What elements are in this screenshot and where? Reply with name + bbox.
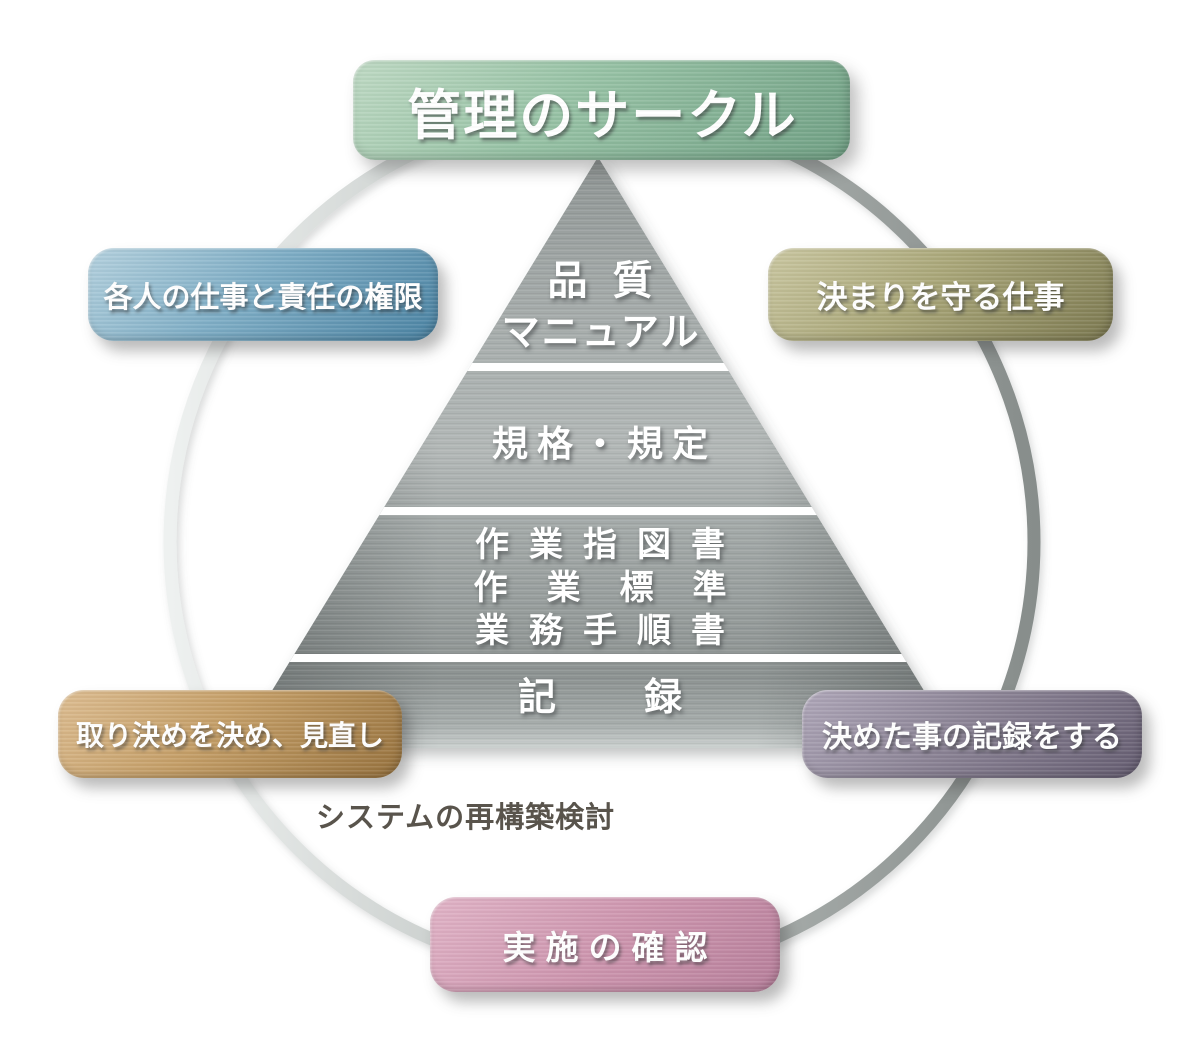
tier3-line1: 作業指図書 xyxy=(475,526,745,564)
pyramid-tier-records: 記録 xyxy=(0,678,1200,718)
tier1-line1: 品質 xyxy=(547,259,678,303)
label-bottom-left-text: 取り決めを決め、見直し xyxy=(75,720,384,751)
label-bottom-right-record-decisions: 決めた事の記録をする xyxy=(802,690,1142,778)
tier-divider-lines xyxy=(237,363,959,662)
label-bottom-right-text: 決めた事の記録をする xyxy=(822,721,1122,754)
document-pyramid xyxy=(237,157,959,748)
label-top-left-text: 各人の仕事と責任の権限 xyxy=(103,281,423,314)
label-bottom-center-text: 実施の確認 xyxy=(502,928,718,966)
title-banner: 管理のサークル xyxy=(353,60,850,160)
tier2-line1: 規格・規定 xyxy=(491,423,717,464)
tier4-line1: 記録 xyxy=(517,677,770,719)
tier3-line2: 作業標準 xyxy=(473,569,766,607)
tier3-line3: 業務手順書 xyxy=(475,612,745,650)
label-top-right-follow-rules: 決まりを守る仕事 xyxy=(768,248,1113,341)
label-bottom-center-confirm-implementation: 実施の確認 xyxy=(430,897,780,992)
tier1-line2: マニュアル xyxy=(501,312,701,354)
pyramid-tier-quality-manual: 品質 マニュアル xyxy=(0,255,1200,359)
label-bottom-left-decide-review: 取り決めを決め、見直し xyxy=(58,690,402,778)
page-title: 管理のサークル xyxy=(407,85,798,146)
pyramid-tier-work-documents: 作業指図書 作業標準 業務手順書 xyxy=(0,524,1200,653)
label-top-right-text: 決まりを守る仕事 xyxy=(816,280,1065,315)
annotation-system-rebuild: システムの再構築検討 xyxy=(316,802,616,834)
pyramid-tier-standards-regulations: 規格・規定 xyxy=(0,421,1200,467)
label-top-left-responsibility: 各人の仕事と責任の権限 xyxy=(88,248,438,341)
